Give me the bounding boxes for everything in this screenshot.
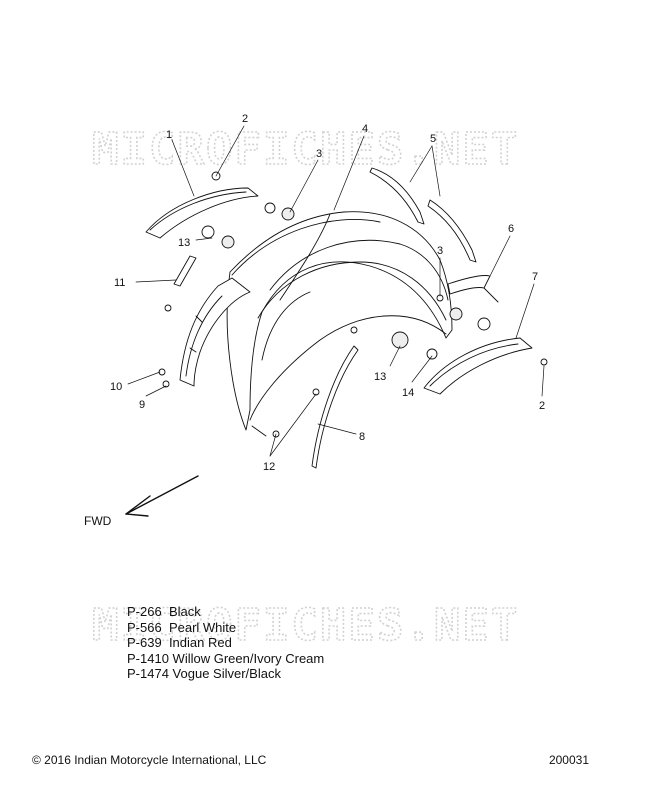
figure-number: 200031: [548, 753, 589, 767]
callout-3: 3: [316, 148, 322, 160]
callout-10: 10: [110, 381, 122, 393]
color-code-item: P-266 Black: [127, 604, 201, 619]
callout-12: 12: [263, 461, 275, 473]
trim-bracket-6: [447, 275, 499, 303]
color-code-item: P-1474 Vogue Silver/Black: [127, 666, 281, 682]
color-code-item: P-566 Pearl White: [127, 619, 237, 635]
callout-7: 7: [532, 271, 538, 283]
leader-lines: [127, 125, 545, 457]
fasteners: [158, 171, 548, 438]
callout-13b: 13: [374, 371, 386, 383]
callout-2b: 2: [539, 400, 545, 412]
watermark-top: MICROFICHES.NET: [92, 124, 519, 175]
callouts: 1 2 3 4 5 6 3 7 13 11 13 14 2 10 9 8 12: [110, 113, 545, 473]
forward-label: FWD: [84, 514, 112, 528]
watermark-bottom: MICROFICHES.NET: [92, 600, 519, 651]
callout-3b: 3: [437, 245, 443, 257]
forward-arrow-icon: [125, 475, 199, 517]
color-code-item: P-1410 Willow Green/Ivory Cream: [127, 650, 325, 666]
callout-1: 1: [166, 129, 172, 141]
callout-8: 8: [359, 431, 365, 443]
left-fender-rail: [179, 277, 251, 387]
callout-5: 5: [430, 133, 436, 145]
callout-13a: 13: [178, 237, 190, 249]
callout-9: 9: [139, 399, 145, 411]
callout-14: 14: [402, 387, 414, 399]
color-code-list: P-266 Black P-566 Pearl White P-639 Indi…: [127, 604, 324, 682]
color-code-item: P-639 Indian Red: [127, 635, 232, 651]
callout-6: 6: [508, 223, 514, 235]
trim-strip-5: [369, 167, 477, 263]
right-strut-cover: [423, 337, 533, 395]
trim-bracket-11: [173, 255, 197, 287]
callout-11: 11: [114, 277, 125, 289]
left-strut-cover: [145, 187, 259, 239]
rear-fender: [226, 211, 453, 437]
callout-4: 4: [362, 123, 368, 135]
callout-2: 2: [242, 113, 248, 125]
copyright-notice: © 2016 Indian Motorcycle International, …: [32, 753, 267, 767]
trim-strip-8: [311, 345, 359, 469]
